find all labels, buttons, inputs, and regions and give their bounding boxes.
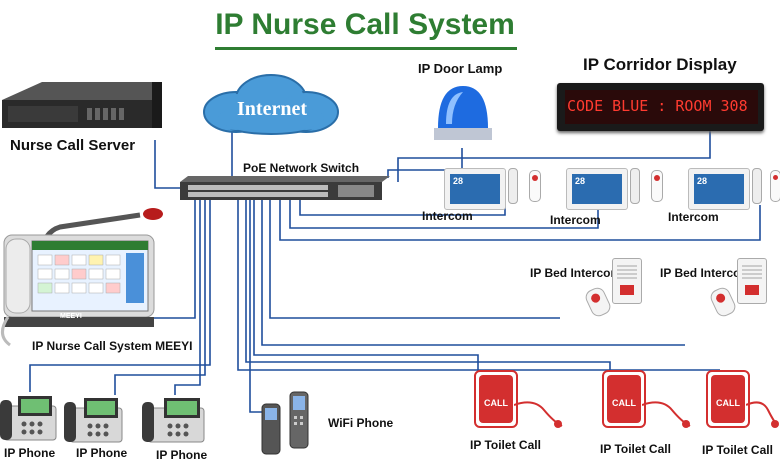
ip-phone-icon-3	[142, 398, 205, 443]
door-lamp-label: IP Door Lamp	[418, 61, 503, 76]
call-text: CALL	[716, 398, 740, 408]
internet-label: Internet	[237, 98, 307, 120]
ip-phone-label-3: IP Phone	[156, 448, 208, 462]
wire-toilet-2	[245, 198, 611, 372]
pull-cord	[529, 170, 541, 202]
master-station: MEEYI	[0, 205, 163, 350]
wire-toilet-3	[237, 198, 720, 371]
intercom-2: 28	[566, 168, 666, 238]
display-text: CODE BLUE : ROOM 308	[567, 97, 748, 115]
wire-intercom-1	[299, 198, 506, 216]
screen-time: 28	[575, 176, 586, 186]
corridor-display-label: IP Corridor Display	[583, 55, 737, 74]
ip-phone-icon-1	[0, 396, 57, 441]
bed-speaker	[612, 258, 642, 304]
intercom-panel: 28	[688, 168, 750, 210]
wire-phone-1	[29, 198, 211, 392]
wire-master	[152, 198, 196, 319]
bed-intercom-2	[685, 258, 780, 330]
wire-intercom-3	[279, 198, 761, 241]
wire-phone-3	[174, 198, 201, 395]
bed-handset	[708, 285, 738, 319]
intercom-label-2: Intercom	[550, 213, 601, 227]
bed-intercom-label-1: IP Bed Intercon	[530, 266, 618, 280]
toilet-call-label-2: IP Toilet Call	[600, 442, 671, 456]
page-title: IP Nurse Call System	[215, 8, 515, 41]
toilet-call-1: CALL	[474, 370, 564, 436]
intercom-screen: 28	[572, 174, 622, 204]
handset	[630, 168, 640, 204]
bed-intercom-1	[560, 258, 645, 330]
wire-corridor-display	[397, 130, 711, 182]
intercom-1: 28	[444, 168, 544, 238]
toilet-call-3: CALL	[706, 370, 780, 436]
bed-intercom-label-2: IP Bed Intercon	[660, 266, 748, 280]
ip-phone-label-1: IP Phone	[4, 446, 56, 460]
wire-phone-2	[114, 198, 206, 395]
toilet-call-panel: CALL	[602, 370, 646, 428]
display-screen: CODE BLUE : ROOM 308	[565, 90, 758, 124]
pull-cord	[770, 170, 780, 202]
wire-group	[29, 128, 761, 413]
wire-door-lamp	[387, 148, 463, 178]
call-text: CALL	[484, 398, 508, 408]
intercom-label-1: Intercom	[422, 209, 473, 223]
switch-icon	[180, 176, 390, 200]
bed-handset	[583, 285, 613, 319]
bed-speaker	[737, 258, 767, 304]
server-label: Nurse Call Server	[10, 137, 136, 154]
intercom-screen: 28	[694, 174, 744, 204]
intercom-panel: 28	[566, 168, 628, 210]
master-station-label: IP Nurse Call System MEEYI	[32, 339, 193, 353]
switch-label: PoE Network Switch	[243, 161, 360, 175]
ip-phone-icon-2	[64, 398, 123, 443]
pull-cord	[651, 170, 663, 202]
wire-wifi-phone	[249, 198, 262, 413]
toilet-call-label-1: IP Toilet Call	[470, 438, 541, 452]
internet-cloud-icon	[203, 74, 339, 135]
toilet-call-2: CALL	[602, 370, 692, 436]
intercom-3: 28	[688, 168, 780, 238]
wire-bed-1	[269, 198, 560, 319]
call-text: CALL	[612, 398, 636, 408]
title-underline	[215, 47, 517, 50]
ip-phone-label-2: IP Phone	[76, 446, 128, 460]
screen-time: 28	[697, 176, 708, 186]
screen-time: 28	[453, 176, 464, 186]
handset	[508, 168, 518, 204]
intercom-panel: 28	[444, 168, 506, 210]
door-lamp-icon	[434, 86, 492, 140]
meeyi-brand: MEEYI	[60, 313, 82, 320]
toilet-call-label-3: IP Toilet Call	[702, 443, 773, 457]
wire-bed-2	[261, 198, 685, 346]
master-station-icon	[1, 208, 163, 347]
toilet-call-panel: CALL	[474, 370, 518, 428]
wifi-phone-label: WiFi Phone	[328, 416, 394, 430]
wifi-phone-icon	[261, 391, 309, 455]
handset	[752, 168, 762, 204]
wire-toilet-1	[253, 198, 479, 372]
intercom-label-3: Intercom	[668, 210, 719, 224]
intercom-screen: 28	[450, 174, 500, 204]
toilet-call-panel: CALL	[706, 370, 750, 428]
wire-intercom-2	[289, 198, 599, 229]
server-icon	[2, 82, 162, 128]
corridor-display: CODE BLUE : ROOM 308	[557, 83, 764, 131]
wire-server	[154, 140, 182, 189]
